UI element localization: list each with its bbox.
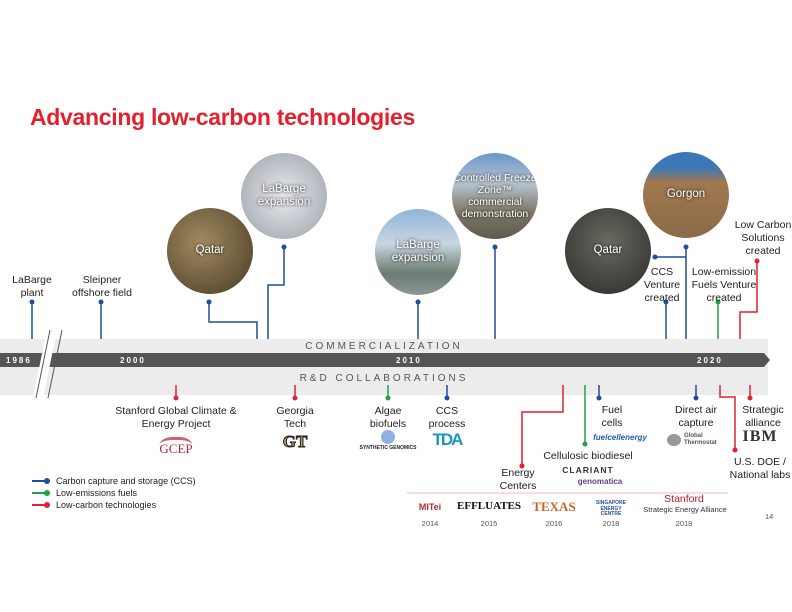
global-thermostat-logo: Global Thermostat: [684, 433, 717, 446]
mitei-logo: MITei: [418, 502, 442, 512]
rd-collaborations-heading: R&D COLLABORATIONS: [299, 373, 469, 384]
page-number: 14: [765, 512, 774, 521]
georgia-tech-label: Georgia Tech: [276, 405, 314, 431]
tech-dots: [173, 258, 760, 469]
ccs-legend-icon: [32, 478, 50, 484]
synthetic-genomics-logo: SYNTHETIC GENOMICS: [359, 445, 417, 451]
singapore-year: 2018: [602, 519, 620, 528]
legend-tech-label: Low-carbon technologies: [56, 500, 157, 510]
ccs-process-label: CCS process: [428, 405, 466, 431]
qatar-2-photo-circle: Qatar: [565, 208, 651, 294]
energy-centers-label: Energy Centers: [499, 467, 537, 493]
stanford-year: 2018: [675, 519, 693, 528]
ccs-connectors: [31, 247, 697, 398]
fuels-legend-icon: [32, 490, 50, 496]
fuelcellenergy-logo: fuelcellenergy: [593, 433, 647, 442]
stanford-logo: Stanford: [664, 493, 704, 505]
gcep-label: Stanford Global Climate & Energy Project: [115, 405, 237, 431]
texas-year: 2016: [545, 519, 563, 528]
synthetic-genomics-icon: [381, 430, 395, 444]
labarge-expansion-2-label: LaBarge expansion: [391, 238, 445, 264]
timeline-arrow: [0, 353, 770, 367]
ccs-venture-label: CCS Venture created: [643, 266, 681, 305]
texas-logo: TEXAS: [532, 499, 576, 514]
effluates-logo: EFFLUATES: [457, 500, 521, 512]
georgia-tech-logo: GT: [282, 432, 308, 452]
year-2020: 2020: [697, 356, 723, 365]
cellulosic-biodiesel-label: Cellulosic biodiesel: [543, 450, 633, 462]
mitei-year: 2014: [421, 519, 439, 528]
year-2000: 2000: [120, 356, 146, 365]
labarge-expansion-label: LaBarge expansion: [257, 182, 311, 208]
gorgon-photo-circle: Gorgon: [643, 152, 729, 238]
legend-ccs: Carbon capture and storage (CCS): [32, 476, 196, 486]
page-title: Advancing low-carbon technologies: [30, 104, 415, 130]
legend-ccs-label: Carbon capture and storage (CCS): [56, 476, 196, 486]
gcep-logo: GCEP: [159, 437, 193, 457]
global-thermostat-icon: [667, 434, 681, 446]
tech-legend-icon: [32, 502, 50, 508]
stanford-sea-label: Strategic Energy Alliance: [643, 505, 727, 514]
doe-national-labs-label: U.S. DOE / National labs: [729, 456, 791, 482]
fuels-dots: [385, 299, 721, 447]
labarge-expansion-photo-circle: LaBarge expansion: [241, 153, 327, 239]
timeline-break-line: [35, 329, 51, 399]
genomatica-logo: genomatica: [577, 477, 623, 486]
labarge-expansion-2-photo-circle: LaBarge expansion: [375, 209, 461, 295]
gorgon-label: Gorgon: [666, 188, 706, 201]
singapore-energy-centre-logo: SINGAPORE ENERGY CENTRE: [595, 500, 626, 517]
legend-fuels: Low-emissions fuels: [32, 488, 137, 498]
tda-logo: TDA: [432, 430, 464, 449]
legend-fuels-label: Low-emissions fuels: [56, 488, 138, 498]
algae-biofuels-label: Algae biofuels: [369, 405, 407, 431]
low-carbon-solutions-label: Low Carbon Solutions created: [734, 219, 792, 258]
timeline-break: [33, 328, 57, 400]
ibm-logo: IBM: [742, 428, 778, 445]
labarge-plant-label: LaBarge plant: [12, 274, 52, 300]
ccs-dots: [29, 244, 699, 401]
qatar-photo-circle: Qatar: [167, 208, 253, 294]
year-1986: 1986: [6, 356, 32, 365]
effluates-year: 2015: [480, 519, 498, 528]
legend-tech: Low-carbon technologies: [32, 500, 156, 510]
direct-air-capture-label: Direct air capture: [674, 404, 718, 430]
clariant-logo: CLARIANT: [562, 465, 614, 475]
cfz-photo-circle: Controlled Freeze Zone™ commercial demon…: [452, 153, 538, 239]
year-2010: 2010: [396, 356, 422, 365]
cfz-label: Controlled Freeze Zone™ commercial demon…: [453, 171, 537, 221]
low-emission-fuels-venture-label: Low-emission Fuels Venture created: [691, 266, 757, 305]
fuel-cells-label: Fuel cells: [601, 404, 623, 430]
timeline-break-line: [47, 329, 63, 399]
strategic-alliance-label: Strategic alliance: [742, 404, 784, 430]
qatar-2-label: Qatar: [593, 244, 623, 257]
sleipner-label: Sleipner offshore field: [72, 274, 132, 300]
commercialization-heading: COMMERCIALIZATION: [305, 341, 463, 352]
qatar-label: Qatar: [195, 244, 225, 257]
